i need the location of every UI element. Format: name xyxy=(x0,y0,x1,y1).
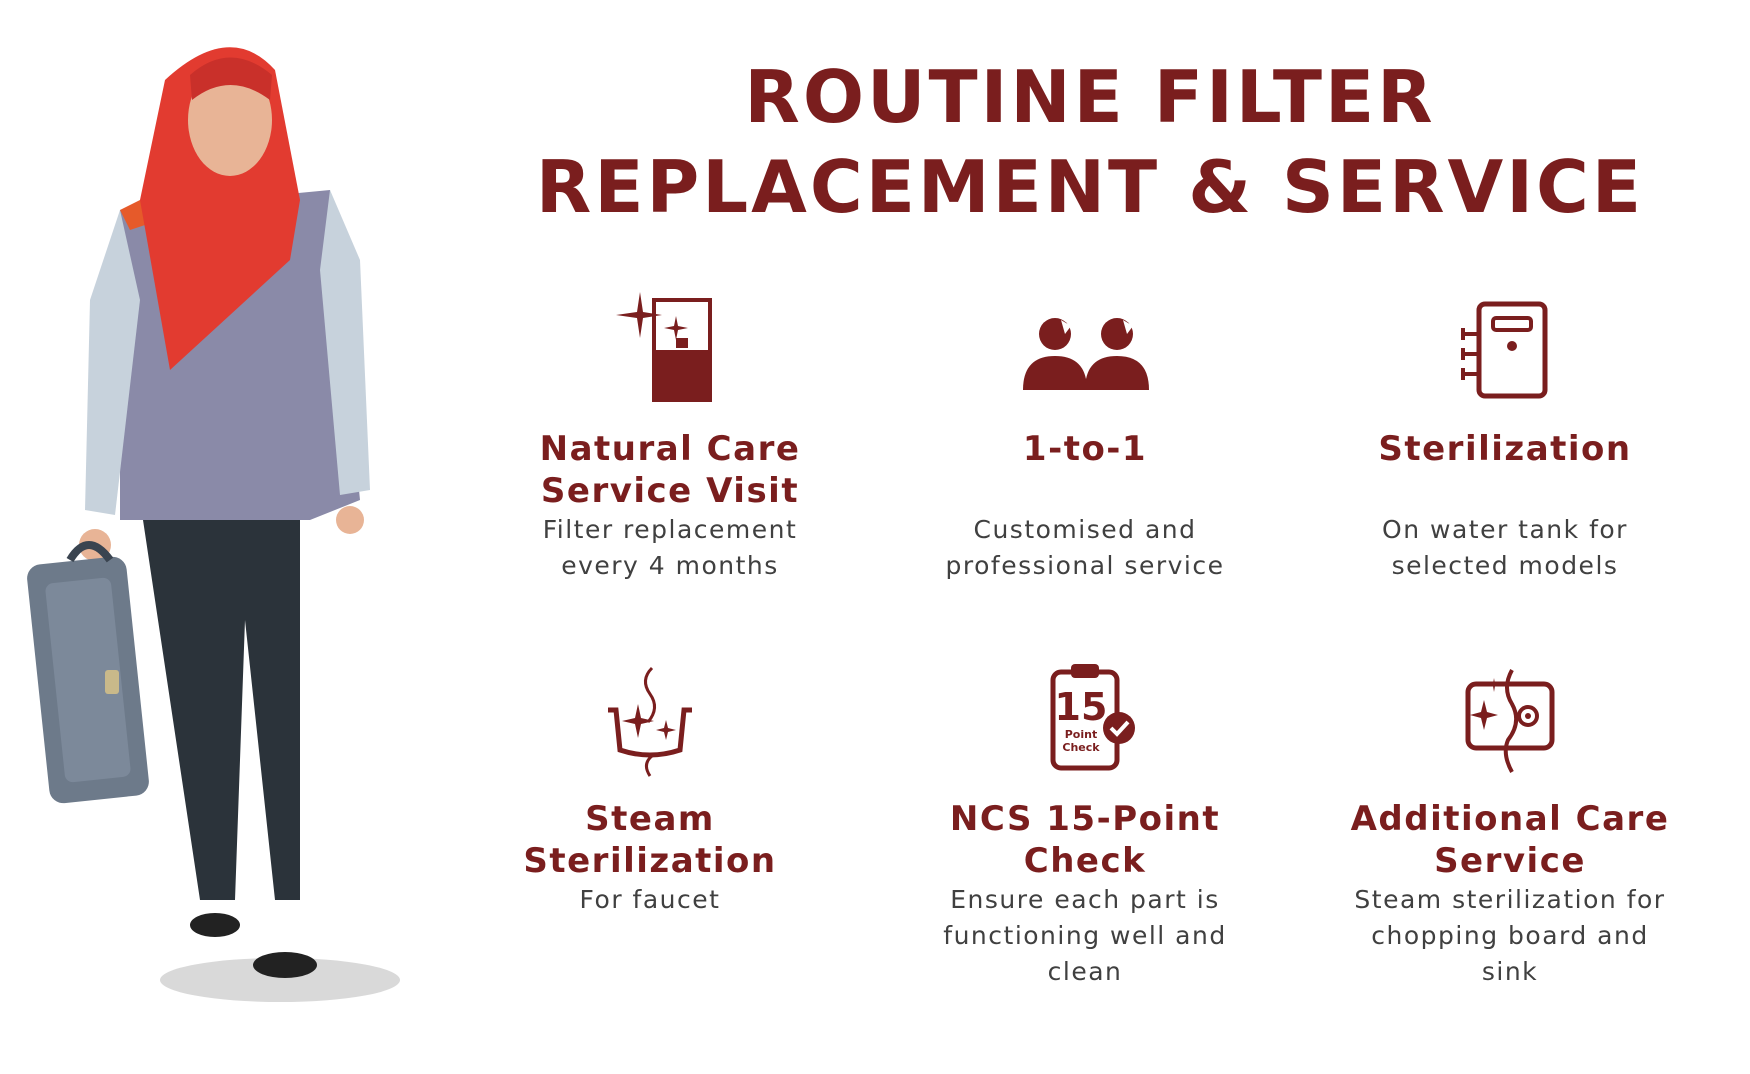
feature-title: Additional Care Service xyxy=(1350,799,1670,881)
feature-title: Natural Care Service Visit xyxy=(539,429,801,511)
feature-description: Steam sterilization for chopping board a… xyxy=(1354,885,1666,986)
page-title: ROUTINE FILTER REPLACEMENT & SERVICE xyxy=(500,52,1680,232)
water-tank-icon xyxy=(1461,301,1548,399)
sink-sparkle-icon xyxy=(1465,669,1555,773)
water-purifier-sparkle-icon xyxy=(616,292,712,402)
two-people-icon xyxy=(1023,318,1149,390)
feature-steam-sterilization: Steam Sterilization For faucet xyxy=(460,660,840,918)
badge-line-1: Point xyxy=(1065,728,1097,741)
feature-sterilization: Sterilization On water tank for selected… xyxy=(1315,290,1695,584)
feature-description: On water tank for selected models xyxy=(1382,515,1628,580)
feature-description: Ensure each part is functioning well and… xyxy=(943,885,1227,986)
feature-title: NCS 15-Point Check xyxy=(949,799,1221,881)
feature-additional-care-service: Additional Care Service Steam sterilizat… xyxy=(1320,660,1700,990)
feature-description: Filter replacement every 4 months xyxy=(542,515,798,580)
title-line-1: ROUTINE FILTER xyxy=(744,55,1436,139)
feature-title: Steam Sterilization xyxy=(523,799,777,881)
feature-description: For faucet xyxy=(579,885,721,914)
title-line-2: REPLACEMENT & SERVICE xyxy=(535,145,1645,229)
feature-description: Customised and professional service xyxy=(945,515,1225,580)
feature-ncs-15-point-check: 15 Point Check NCS 15-Point Check Ensure… xyxy=(895,660,1275,990)
feature-title: Sterilization xyxy=(1378,429,1632,469)
feature-title: 1-to-1 xyxy=(1022,429,1148,469)
badge-number: 15 xyxy=(1055,685,1108,729)
feature-1-to-1: 1-to-1 Customised and professional servi… xyxy=(895,290,1275,584)
badge-line-2: Check xyxy=(1062,741,1100,754)
steam-faucet-icon xyxy=(608,666,692,777)
feature-natural-care-service-visit: Natural Care Service Visit Filter replac… xyxy=(480,290,860,584)
15-point-check-icon: 15 Point Check xyxy=(1050,664,1135,771)
service-technician-image xyxy=(27,47,400,1002)
